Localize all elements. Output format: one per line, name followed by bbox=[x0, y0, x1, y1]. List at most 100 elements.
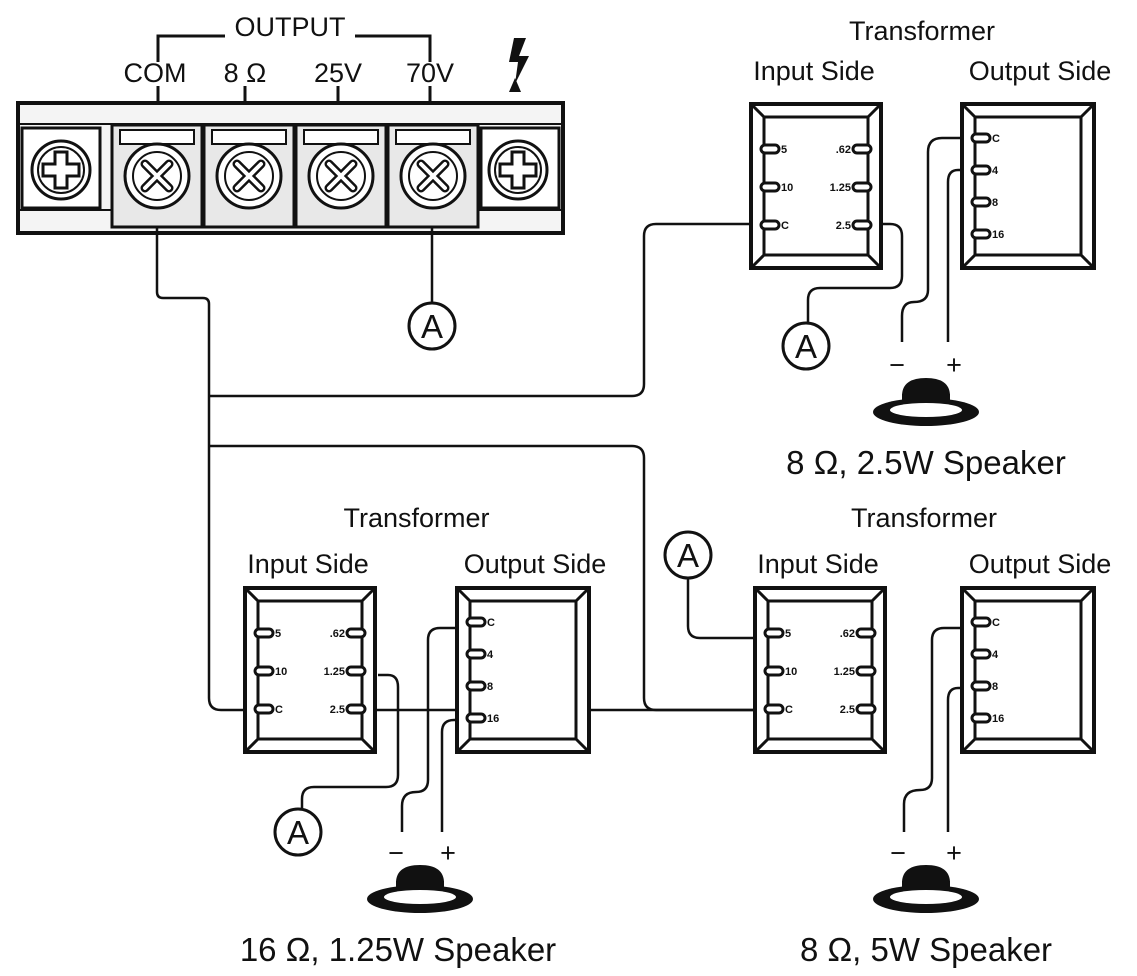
speaker-bottom-left-label: 16 Ω, 1.25W Speaker bbox=[240, 931, 556, 968]
transformer-tap-pin bbox=[345, 665, 367, 677]
transformer-input-label: Input Side bbox=[753, 56, 875, 86]
transformer-input-tap-right: 1.25 bbox=[324, 666, 345, 678]
speaker-top-right: − + 8 Ω, 2.5W Speaker bbox=[786, 350, 1066, 481]
transformer-output-tap: 16 bbox=[487, 713, 499, 725]
transformer-tap-pin bbox=[970, 196, 992, 208]
transformer-output-tap: 8 bbox=[992, 197, 998, 209]
transformer-tap-pin bbox=[759, 219, 781, 231]
marker-a-bottom-right: A bbox=[663, 530, 713, 580]
transformer-tap-pin bbox=[253, 703, 275, 715]
terminal-label-25v: 25V bbox=[314, 58, 362, 88]
transformer-tap-pin bbox=[345, 627, 367, 639]
speaker-top-neg: − bbox=[889, 350, 905, 380]
speaker-bottom-right: − + 8 Ω, 5W Speaker bbox=[800, 838, 1052, 968]
transformer-input-tap-left: 5 bbox=[781, 144, 787, 156]
transformer-input-tap-right: 2.5 bbox=[836, 220, 851, 232]
transformer-output-label: Output Side bbox=[969, 549, 1112, 579]
transformer-input-tap-right: 2.5 bbox=[840, 704, 855, 716]
speaker-bl-pos: + bbox=[440, 838, 456, 868]
transformer-output-tap: 8 bbox=[487, 681, 493, 693]
transformer-title: Transformer bbox=[343, 503, 489, 533]
terminal-label-com: COM bbox=[124, 58, 187, 88]
transformer-tap-pin bbox=[855, 627, 877, 639]
transformer-output-tap: C bbox=[992, 133, 1000, 145]
terminal-label-8ohm: 8 Ω bbox=[224, 58, 267, 88]
transformer-input-tap-right: .62 bbox=[836, 144, 851, 156]
transformer-tap-pin bbox=[465, 616, 487, 628]
speaker-bottom-right-label: 8 Ω, 5W Speaker bbox=[800, 931, 1052, 968]
transformer-input-tap-right: 2.5 bbox=[330, 704, 345, 716]
terminal-screw-25v bbox=[294, 123, 388, 229]
transformer-input-tap-left: C bbox=[785, 704, 793, 716]
lightning-ground-icon bbox=[509, 38, 529, 92]
speaker-icon bbox=[367, 865, 473, 913]
transformer-output-tap: C bbox=[487, 617, 495, 629]
transformer-tap-pin bbox=[970, 680, 992, 692]
transformer-input-tap-left: 5 bbox=[785, 628, 791, 640]
transformer-top-output-face bbox=[973, 115, 1083, 257]
transformer-input-tap-right: .62 bbox=[840, 628, 855, 640]
terminal-screw-left bbox=[20, 126, 102, 210]
marker-a-bottom-right-label: A bbox=[677, 537, 699, 574]
speaker-top-right-label: 8 Ω, 2.5W Speaker bbox=[786, 444, 1066, 481]
transformer-input-tap-left: 10 bbox=[781, 182, 793, 194]
transformer-tap-pin bbox=[345, 703, 367, 715]
transformer-tap-pin bbox=[970, 228, 992, 240]
terminal-screw-com bbox=[110, 123, 204, 229]
speaker-icon bbox=[873, 865, 979, 913]
marker-a-top-transformer: A bbox=[781, 321, 831, 371]
transformer-tap-pin bbox=[759, 181, 781, 193]
transformer-tap-pin bbox=[465, 648, 487, 660]
transformer-tap-pin bbox=[253, 665, 275, 677]
transformer-tap-pin bbox=[759, 143, 781, 155]
transformer-tap-pin bbox=[465, 712, 487, 724]
transformer-output-tap: 16 bbox=[992, 229, 1004, 241]
transformer-output-tap: C bbox=[992, 617, 1000, 629]
transformer-tap-pin bbox=[970, 712, 992, 724]
transformer-tap-pin bbox=[465, 680, 487, 692]
output-terminal-block: OUTPUT COM 8 Ω 25V 70V bbox=[16, 12, 565, 235]
transformer-output-label: Output Side bbox=[464, 549, 607, 579]
transformer-tap-pin bbox=[855, 703, 877, 715]
speaker-br-pos: + bbox=[946, 838, 962, 868]
marker-a-70v-label: A bbox=[421, 308, 443, 345]
transformer-output-tap: 4 bbox=[992, 649, 999, 661]
transformer-input-tap-left: 10 bbox=[785, 666, 797, 678]
speaker-icon bbox=[873, 378, 979, 426]
output-group-bracket bbox=[156, 34, 432, 62]
marker-a-70v: A bbox=[407, 301, 457, 351]
transformer-input-label: Input Side bbox=[757, 549, 879, 579]
marker-a-bottom-left-label: A bbox=[287, 814, 309, 851]
transformer-tap-pin bbox=[763, 703, 785, 715]
transformer-input-tap-left: 10 bbox=[275, 666, 287, 678]
speaker-br-neg: − bbox=[890, 838, 906, 868]
transformer-output-tap: 8 bbox=[992, 681, 998, 693]
wiring bbox=[155, 222, 904, 810]
transformer-input-tap-left: 5 bbox=[275, 628, 281, 640]
transformer-top-input-face bbox=[762, 115, 870, 257]
transformer-tap-pin bbox=[970, 616, 992, 628]
transformer-output-tap: 4 bbox=[992, 165, 999, 177]
transformer-output-tap: 16 bbox=[992, 713, 1004, 725]
transformer-title: Transformer bbox=[851, 503, 997, 533]
terminal-screw-8ohm bbox=[202, 123, 296, 229]
speaker-bottom-left: − + 16 Ω, 1.25W Speaker bbox=[240, 838, 556, 968]
transformer-bottom-right-output-face bbox=[973, 599, 1083, 741]
transformer-tap-pin bbox=[763, 627, 785, 639]
marker-a-top-label: A bbox=[795, 328, 817, 365]
transformer-tap-pin bbox=[253, 627, 275, 639]
output-group-label: OUTPUT bbox=[235, 12, 346, 42]
transformer-tap-pin bbox=[970, 648, 992, 660]
speaker-bl-neg: − bbox=[388, 838, 404, 868]
transformer-input-label: Input Side bbox=[247, 549, 369, 579]
transformer-input-tap-left: C bbox=[781, 220, 789, 232]
transformer-tap-pin bbox=[855, 665, 877, 677]
transformer-input-tap-right: .62 bbox=[330, 628, 345, 640]
transformer-tap-pin bbox=[763, 665, 785, 677]
transformer-output-label: Output Side bbox=[969, 56, 1112, 86]
terminal-screw-right bbox=[479, 126, 561, 210]
